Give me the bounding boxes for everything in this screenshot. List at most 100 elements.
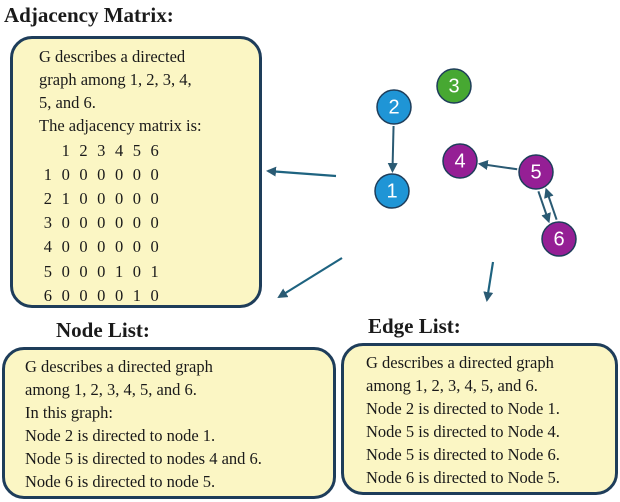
matrix-intro-line: The adjacency matrix is: [39,116,202,135]
node-circle [541,221,577,257]
matrix-cell: 0 [114,164,124,184]
node-list-line: Node 5 is directed to nodes 4 and 6. [25,449,262,468]
matrix-cell: 0 [97,237,106,257]
matrix-cell: 0 [114,213,124,233]
matrix-column-header: 6 [150,140,159,160]
node-label: 4 [454,150,465,172]
edge-list-line: Node 2 is directed to Node 1. [366,399,560,418]
matrix-cell: 1 [114,261,124,281]
matrix-cell: 0 [114,188,124,208]
arrow-to-node-list [277,257,343,299]
edge-list-line: Node 5 is directed to Node 4. [366,422,560,441]
edge-list-line: among 1, 2, 3, 4, 5, and 6. [366,376,538,395]
matrix-cell: 1 [150,261,159,281]
arrow-to-edge-list [483,261,495,302]
matrix-row-label: 4 [43,237,53,257]
matrix-cell: 0 [150,213,159,233]
edge-list-heading: Edge List: [368,314,461,338]
node-list-line: G describes a directed graph [25,357,213,376]
matrix-intro-line: 5, and 6. [39,93,96,112]
matrix-cell: 0 [97,213,106,233]
node-circle [374,173,410,209]
node-list-line: among 1, 2, 3, 4, 5, and 6. [25,380,197,399]
matrix-cell: 0 [150,237,159,257]
matrix-cell: 0 [132,188,141,208]
edge-5-to-4 [477,160,518,171]
matrix-cell: 0 [132,213,141,233]
matrix-row-label: 2 [43,188,53,208]
matrix-cell: 0 [61,213,70,233]
matrix-cell: 0 [114,285,124,305]
matrix-cell: 0 [97,285,106,305]
matrix-cell: 0 [79,237,88,257]
matrix-cell: 0 [150,285,159,305]
matrix-header-row: 1 2 3 4 5 6 [39,138,251,162]
matrix-intro-line: graph among 1, 2, 3, 4, [39,70,192,89]
matrix-cell: 0 [132,164,141,184]
matrix-column-header: 5 [132,140,141,160]
matrix-cell: 1 [132,285,141,305]
node-list-heading: Node List: [56,318,150,342]
matrix-column-header: 1 [61,140,70,160]
matrix-cell: 0 [61,237,70,257]
matrix-cell: 1 [61,188,70,208]
graph-node-1: 1 [374,173,410,209]
matrix-cell: 0 [132,261,141,281]
graph-node-6: 6 [541,221,577,257]
matrix-row-label: 3 [43,213,53,233]
matrix-cell: 0 [114,237,124,257]
graph-node-3: 3 [436,68,472,104]
adjacency-matrix-panel: G describes a directed graph among 1, 2,… [10,36,262,308]
matrix-cell: 0 [79,285,88,305]
edge-list-line: G describes a directed graph [366,353,554,372]
node-circle [436,68,472,104]
matrix-row-label: 5 [43,261,53,281]
matrix-heading: Adjacency Matrix: [4,3,174,27]
node-circle [518,154,554,190]
node-label: 6 [553,228,564,250]
edge-2-to-1 [387,125,398,174]
node-label: 5 [530,161,541,183]
edge-list-panel: G describes a directed graph among 1, 2,… [341,343,618,495]
matrix-cell: 0 [79,261,88,281]
node-circle [442,143,478,179]
matrix-cell: 0 [150,188,159,208]
matrix-cell: 0 [79,188,88,208]
node-circle [376,89,412,125]
matrix-cell: 0 [61,164,70,184]
graph-node-2: 2 [376,89,412,125]
graph-node-5: 5 [518,154,554,190]
matrix-cell: 0 [132,237,141,257]
node-list-line: Node 2 is directed to node 1. [25,426,216,445]
matrix-cell: 0 [97,164,106,184]
graph-node-4: 4 [442,143,478,179]
matrix-cell: 0 [61,261,70,281]
matrix-cell: 0 [79,213,88,233]
edge-6-to-5 [544,187,558,221]
edge-5-to-6 [537,190,551,224]
matrix-cell: 0 [97,188,106,208]
matrix-intro-line: G describes a directed [39,47,186,66]
matrix-column-header: 3 [97,140,106,160]
matrix-row-label: 6 [43,285,53,305]
node-list-line: Node 6 is directed to node 5. [25,472,216,491]
matrix-column-header: 4 [114,140,124,160]
node-label: 1 [386,180,397,202]
matrix-cell: 0 [61,285,70,305]
edge-list-line: Node 6 is directed to Node 5. [366,468,560,487]
node-list-panel: G describes a directed graph among 1, 2,… [2,347,336,499]
node-list-line: In this graph: [25,403,113,422]
node-label: 2 [388,96,399,118]
arrow-to-matrix [266,166,337,178]
matrix-cell: 0 [150,164,159,184]
edge-list-line: Node 5 is directed to Node 6. [366,445,560,464]
matrix-cell: 0 [79,164,88,184]
